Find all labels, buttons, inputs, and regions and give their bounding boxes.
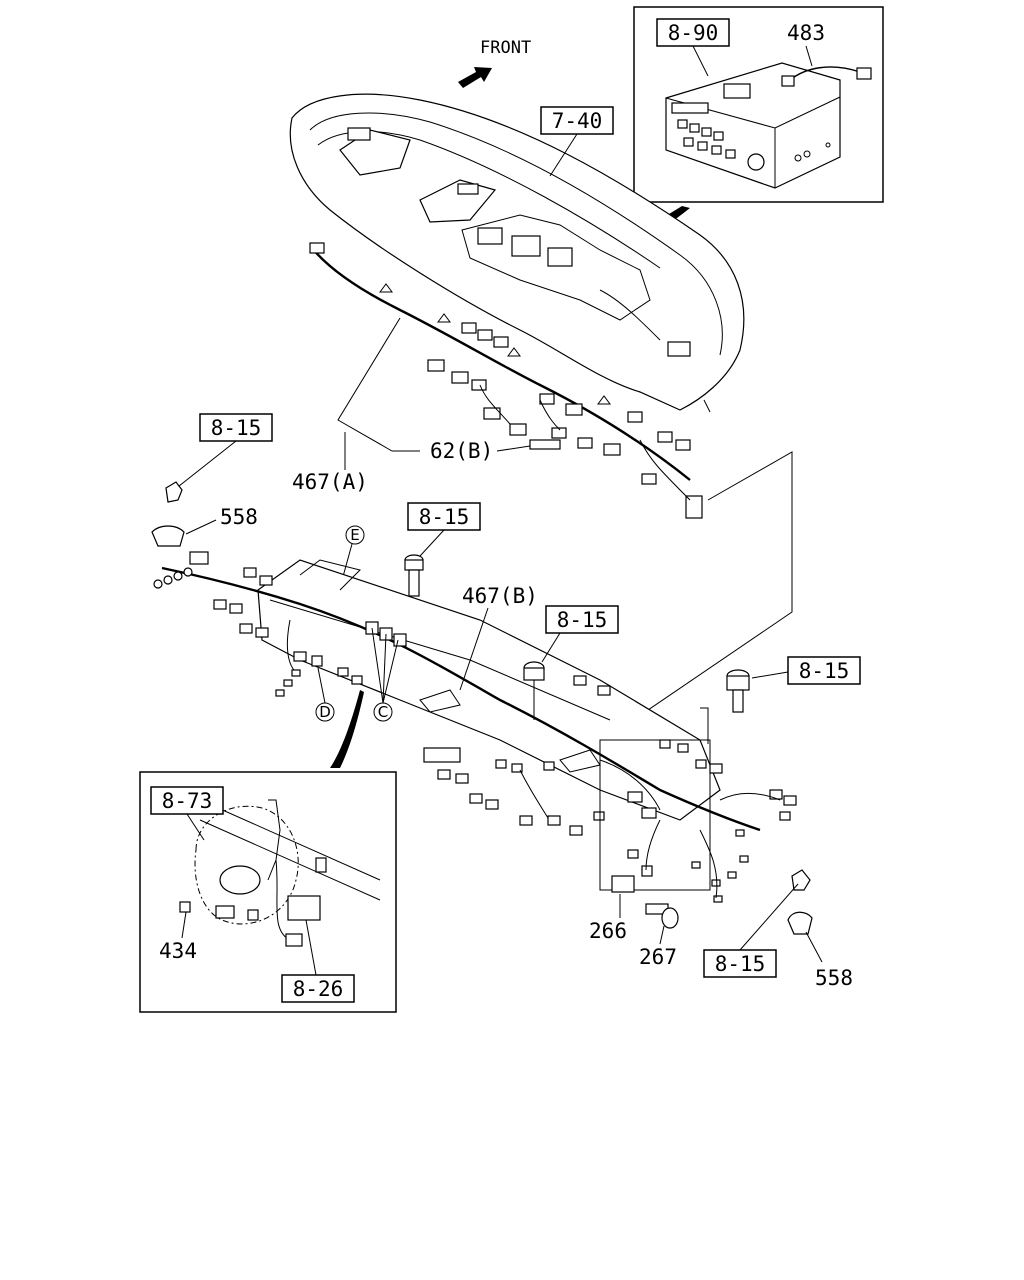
leader-8-90 bbox=[692, 45, 709, 77]
part-number-62b: 62(B) bbox=[430, 439, 493, 463]
ref-label-7-40: 7-40 bbox=[552, 109, 603, 133]
bracket-outline bbox=[599, 739, 711, 891]
front-direction-indicator: FRONT bbox=[458, 38, 531, 88]
ref-label-8-15-right: 8-15 bbox=[799, 659, 850, 683]
leader-467b bbox=[459, 607, 489, 691]
control-module-box bbox=[287, 895, 321, 921]
bracket-edge bbox=[700, 707, 709, 744]
wiring-harness-467b bbox=[153, 551, 797, 903]
inset-panel-edges bbox=[199, 799, 381, 901]
audio-unit bbox=[665, 62, 841, 189]
inset-wire bbox=[267, 799, 291, 941]
ref-label-8-90: 8-90 bbox=[668, 21, 719, 45]
cover-558-bottom bbox=[787, 911, 813, 935]
leader-558-bottom bbox=[805, 931, 823, 963]
ref-box-8-73 bbox=[150, 786, 224, 815]
ref-box-8-15-upper-left bbox=[199, 413, 273, 442]
leader-467a bbox=[337, 317, 401, 452]
part-number-467b: 467(B) bbox=[462, 584, 538, 608]
inset-round-part bbox=[219, 865, 261, 895]
front-label: FRONT bbox=[480, 38, 531, 58]
inset-dashed-outline bbox=[194, 805, 299, 925]
ref-label-8-15-bolt-upper: 8-15 bbox=[419, 505, 470, 529]
leader-7-40 bbox=[549, 133, 578, 177]
bolt-right bbox=[726, 669, 750, 713]
ref-label-8-26: 8-26 bbox=[293, 977, 344, 1001]
audio-unit-inset: 8-90 483 bbox=[633, 6, 884, 203]
ref-box-8-26 bbox=[281, 974, 355, 1003]
callout-e bbox=[345, 525, 365, 545]
ref-label-8-15-center: 8-15 bbox=[557, 608, 608, 632]
ref-box-8-15-center bbox=[545, 605, 619, 634]
leader-267 bbox=[659, 925, 665, 945]
connector-62b bbox=[529, 439, 561, 450]
callout-e-label: E bbox=[350, 526, 359, 544]
control-module-inset: 8-73 434 8-26 bbox=[139, 771, 397, 1013]
part-number-558-top: 558 bbox=[220, 505, 258, 529]
cover-558-top bbox=[151, 525, 185, 547]
callout-c-label: C bbox=[378, 703, 388, 721]
ref-box-8-15-bolt-upper bbox=[407, 502, 481, 531]
harness-clip-upper-left bbox=[165, 481, 183, 503]
ref-label-8-15-upper-left: 8-15 bbox=[211, 416, 262, 440]
relay-266 bbox=[611, 875, 635, 893]
inset-pointer-arrow bbox=[503, 206, 690, 285]
leader-483 bbox=[805, 45, 813, 67]
leader-callout-c-mid bbox=[382, 633, 387, 704]
part-number-558-bottom: 558 bbox=[815, 966, 853, 990]
part-number-467a: 467(A) bbox=[292, 470, 368, 494]
leader-8-26 bbox=[305, 919, 317, 976]
leader-8-15-bolt-upper bbox=[419, 529, 445, 557]
leader-8-15-upper-left bbox=[173, 440, 237, 491]
sensor-434 bbox=[179, 901, 191, 913]
leader-558-top bbox=[185, 519, 217, 535]
callout-d-label: D bbox=[319, 703, 331, 721]
leader-8-73 bbox=[186, 813, 205, 841]
ref-label-8-15-lower-right: 8-15 bbox=[715, 952, 766, 976]
leader-8-15-center bbox=[541, 632, 561, 663]
ref-box-8-15-right bbox=[787, 656, 861, 685]
leader-434 bbox=[181, 911, 187, 939]
leader-62b bbox=[496, 445, 531, 452]
ref-box-8-90 bbox=[656, 18, 730, 47]
part-number-434: 434 bbox=[159, 939, 197, 963]
leader-8-15-right bbox=[751, 671, 789, 679]
leader-callout-d bbox=[317, 667, 326, 704]
part-number-267: 267 bbox=[639, 945, 677, 969]
lower-inset-pointer-arrow bbox=[330, 690, 364, 768]
instrument-panel bbox=[289, 93, 745, 413]
bolt-center bbox=[523, 661, 545, 720]
harness-link-line bbox=[603, 451, 793, 741]
wiring-harness-467a bbox=[309, 242, 703, 519]
ref-box-7-40 bbox=[540, 106, 614, 135]
part-number-266: 266 bbox=[589, 919, 627, 943]
antenna-cable-483 bbox=[781, 66, 872, 87]
front-arrow-icon bbox=[458, 67, 492, 88]
bolt-267 bbox=[645, 903, 679, 929]
ref-label-8-73: 8-73 bbox=[162, 789, 213, 813]
ref-box-8-15-lower-right bbox=[703, 949, 777, 978]
leader-8-15-lower-right bbox=[739, 883, 799, 951]
part-number-483: 483 bbox=[787, 21, 825, 45]
